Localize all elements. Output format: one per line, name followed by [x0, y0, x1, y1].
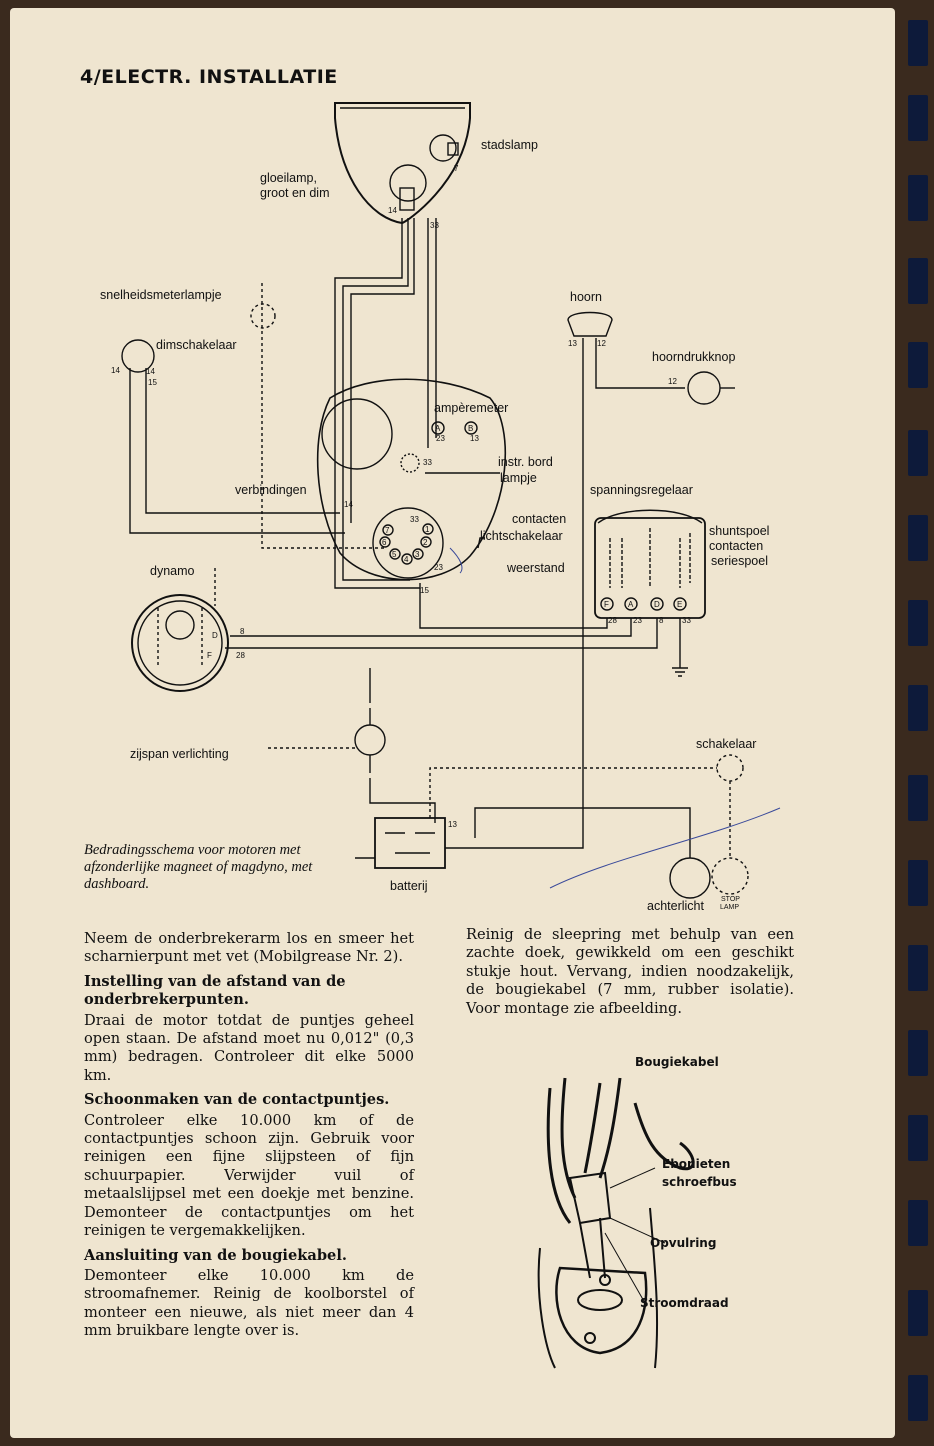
label-groot-dim: groot en dim — [260, 186, 329, 200]
heading-schoonmaken: Schoonmaken van de contactpuntjes. — [84, 1091, 390, 1109]
label-lamp: LAMP — [720, 904, 739, 911]
term-E: E — [677, 600, 682, 609]
wire-33c: 33 — [410, 515, 419, 524]
term-F: F — [604, 600, 609, 609]
spiral-binding — [896, 0, 934, 1446]
dashboard — [316, 378, 507, 581]
wire-23: 23 — [436, 434, 445, 443]
label-schakelaar: schakelaar — [696, 737, 756, 751]
diagram-caption: Bedradingsschema voor motoren met afzond… — [84, 842, 313, 892]
sidecar-light — [354, 724, 386, 756]
label-batterij: batterij — [390, 879, 428, 893]
sw-5: 5 — [392, 550, 397, 559]
label-hoorndrukknop: hoorndrukknop — [652, 350, 735, 364]
wire-28: 28 — [608, 616, 617, 625]
wire-15: 15 — [148, 378, 157, 387]
wire-33: 33 — [430, 221, 439, 230]
label-ebonieten: Ebonieten — [662, 1157, 730, 1171]
label-stadslamp: stadslamp — [481, 138, 538, 152]
battery — [374, 817, 446, 869]
label-opvulring: Opvulring — [650, 1236, 716, 1250]
wire-12: 12 — [597, 339, 606, 348]
term-B: B — [468, 424, 473, 433]
sw-1: 1 — [425, 525, 430, 534]
wire-7: 7 — [454, 164, 459, 173]
spark-plug-cable-figure: Bougiekabel Ebonieten schroefbus Opvulri… — [537, 1055, 737, 1369]
label-zijspan: zijspan verlichting — [130, 747, 229, 761]
paragraph-stroomafnemer: Demonteer elke 10.000 km de stroomafneme… — [84, 1266, 414, 1340]
label-lampje: lampje — [500, 471, 537, 485]
label-achterlicht: achterlicht — [647, 899, 704, 913]
label-hoorn: hoorn — [570, 290, 602, 304]
label-weerstand: weerstand — [506, 561, 565, 575]
label-dynamo: dynamo — [150, 564, 195, 578]
wire-13c: 13 — [448, 820, 457, 829]
label-stroomdraad: Stroomdraad — [640, 1296, 729, 1310]
dynamo — [131, 594, 229, 692]
label-seriespoel: seriespoel — [711, 554, 768, 568]
label-contacten: contacten — [512, 512, 566, 526]
sw-2: 2 — [423, 538, 428, 547]
sw-6: 6 — [382, 538, 387, 547]
dynamo-F: F — [207, 651, 212, 660]
wire-12b: 12 — [668, 377, 677, 386]
wire-23b: 23 — [434, 563, 443, 572]
label-lichtschakelaar: lichtschakelaar — [480, 529, 563, 543]
sw-7: 7 — [385, 526, 390, 535]
horn — [567, 311, 613, 337]
wire-13: 13 — [568, 339, 577, 348]
sw-3: 3 — [415, 550, 420, 559]
wire-8: 8 — [659, 616, 664, 625]
heading-aansluiting: Aansluiting van de bougiekabel. — [84, 1246, 347, 1264]
label-bougiekabel: Bougiekabel — [635, 1055, 719, 1069]
horn-button — [687, 371, 721, 405]
paragraph-onderbrekerarm: Neem de onderbrekerarm los en smeer het … — [84, 930, 414, 966]
label-spanningsregelaar: spanningsregelaar — [590, 483, 693, 497]
wire-33d: 33 — [682, 616, 691, 625]
page-title: 4/ELECTR. INSTALLATIE — [80, 66, 338, 88]
paragraph-afstand: Draai de motor totdat de puntjes geheel … — [84, 1011, 414, 1084]
wire-8b: 8 — [240, 627, 245, 636]
label-instr-bord: instr. bord — [498, 455, 553, 469]
label-stop: STOP — [721, 896, 740, 903]
book-page: 4/ELECTR. INSTALLATIE — [10, 8, 895, 1438]
wire-23c: 23 — [633, 616, 642, 625]
term-D: D — [654, 600, 660, 609]
left-column: Neem de onderbrekerarm los en smeer het … — [84, 930, 414, 1347]
label-dimschakelaar: dimschakelaar — [156, 338, 237, 352]
headlamp — [334, 102, 471, 225]
term-A: A — [435, 424, 441, 433]
wire-14c: 14 — [388, 206, 397, 215]
label-contacten-2: contacten — [709, 539, 763, 553]
label-shuntspoel: shuntspoel — [709, 524, 769, 538]
rear-light — [669, 857, 711, 899]
wire-15b: 15 — [420, 586, 429, 595]
wire-14b: 14 — [146, 367, 155, 376]
wire-33b: 33 — [423, 458, 432, 467]
wire-28b: 28 — [236, 651, 245, 660]
label-snelheid: snelheidsmeterlampje — [100, 288, 222, 302]
wire-14d: 14 — [344, 500, 353, 509]
dynamo-D: D — [212, 631, 218, 640]
label-amperemeter: ampèremeter — [434, 401, 508, 415]
label-gloeilamp: gloeilamp, — [260, 171, 317, 185]
wiring-diagram: stadslamp gloeilamp, groot en dim snelhe… — [100, 102, 781, 913]
sw-4: 4 — [404, 555, 409, 564]
rear-switch — [716, 754, 744, 782]
dimswitch — [121, 339, 155, 373]
right-column: Reinig de sleepring met behulp van een z… — [466, 926, 794, 1024]
label-schroefbus: schroefbus — [662, 1175, 737, 1189]
label-verbindingen: verbindingen — [235, 483, 307, 497]
voltage-regulator — [594, 517, 706, 619]
term-A2: A — [628, 600, 634, 609]
heading-instelling: Instelling van de afstand van de onderbr… — [84, 972, 346, 1009]
paragraph-contactpuntjes: Controleer elke 10.000 km of de contactp… — [84, 1111, 414, 1240]
paragraph-sleepring: Reinig de sleepring met behulp van een z… — [466, 926, 794, 1017]
wire-14: 14 — [111, 366, 120, 375]
wire-13b: 13 — [470, 434, 479, 443]
